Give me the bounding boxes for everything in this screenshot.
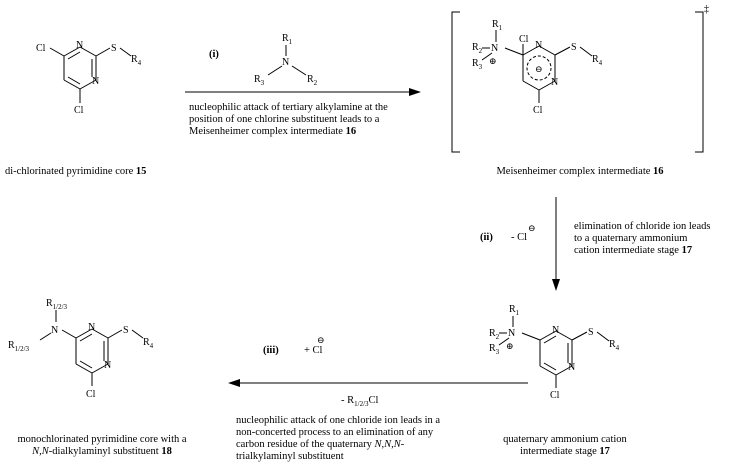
atom-r1-16: R1	[492, 19, 503, 32]
atom-n-amine: N	[282, 57, 289, 68]
atom-r1-amine: R1	[282, 33, 293, 46]
step-ii-label: (ii)	[480, 232, 493, 243]
step-iii-desc-line-2: non-concerted process to an elimination …	[236, 427, 434, 438]
plus-charge-16: ⊕	[489, 56, 497, 66]
compound-17-label-line-1: quaternary ammonium cation	[503, 434, 627, 445]
compound-17-label-line-2: intermediate stage 17	[520, 446, 610, 457]
atom-s-15: S	[111, 43, 117, 54]
step-ii-desc-line-3: cation intermediate stage 17	[574, 245, 693, 256]
atom-r4-17: R4	[609, 339, 620, 352]
atom-n-17: N	[508, 328, 515, 339]
compound-18-label-line-2: N,N-dialkylaminyl substituent 18	[32, 446, 172, 457]
compound-15-structure	[49, 46, 132, 103]
step-i-description: nucleophilic attack of tertiary alkylami…	[189, 102, 429, 138]
step-ii-desc-line-1: elimination of chloride ion leads	[574, 221, 711, 232]
minus-charge-iii: ⊖	[317, 335, 325, 345]
atom-n-18a: N	[88, 322, 95, 333]
minus-charge-ii: ⊖	[528, 223, 536, 233]
atom-n-17a: N	[552, 325, 559, 336]
step-i-desc-line-2: position of one chlorine substituent lea…	[189, 114, 380, 125]
atom-r3-16: R3	[472, 58, 483, 71]
atom-r4-15: R4	[131, 54, 142, 67]
atom-cl-16b: Cl	[533, 105, 543, 116]
compound-18-structure	[39, 310, 144, 386]
arrowhead-ii	[552, 279, 560, 291]
atom-s-16: S	[571, 42, 577, 53]
step-ii-chloride: - Cl	[511, 232, 527, 243]
atom-n-15a: N	[76, 40, 83, 51]
atom-r-a-18: R1/2/3	[46, 298, 68, 311]
atom-s-17: S	[588, 327, 594, 338]
arrowhead-i	[409, 88, 421, 96]
step-iii-chloride: + Cl	[304, 345, 323, 356]
atom-n-17b: N	[568, 362, 575, 373]
atom-r4-16: R4	[592, 54, 603, 67]
compound-17-structure	[498, 316, 610, 388]
step-iii-byproduct: - R1/2/3Cl	[341, 395, 379, 408]
step-iii-description: nucleophilic attack of one chloride ion …	[236, 415, 496, 463]
step-iii-desc-line-4: trialkylaminyl substituent	[236, 451, 344, 462]
atom-r-b-18: R1/2/3	[8, 340, 30, 353]
atom-r1-17: R1	[509, 304, 520, 317]
step-ii-description: elimination of chloride ion leads to a q…	[574, 221, 731, 257]
minus-charge-16: ⊖	[535, 64, 543, 74]
compound-18-label: monochlorinated pyrimidine core with a N…	[2, 434, 202, 458]
bracket-left	[451, 11, 460, 153]
step-i-desc-line-3: Meisenheimer complex intermediate 16	[189, 126, 357, 137]
atom-n-18: N	[51, 325, 58, 336]
atom-r2-amine: R2	[307, 74, 318, 87]
atom-r3-amine: R3	[254, 74, 265, 87]
dagger-symbol: ‡	[704, 4, 709, 15]
atom-n-15b: N	[92, 76, 99, 87]
atom-cl-17: Cl	[550, 390, 560, 401]
plus-charge-17: ⊕	[506, 341, 514, 351]
step-i-desc-line-1: nucleophilic attack of tertiary alkylami…	[189, 102, 388, 113]
atom-cl-15a: Cl	[36, 43, 46, 54]
atom-cl-16a: Cl	[519, 34, 529, 45]
atom-s-18: S	[123, 325, 129, 336]
step-iii-desc-line-3: carbon residue of the quaternary N,N,N-	[236, 439, 405, 450]
tertiary-amine-structure	[267, 45, 307, 76]
step-i-label: (i)	[209, 49, 219, 60]
step-ii-desc-line-2: to a quaternary ammonium	[574, 233, 688, 244]
compound-17-label: quaternary ammonium cation intermediate …	[495, 434, 635, 458]
atom-r3-17: R3	[489, 343, 500, 356]
atom-cl-15b: Cl	[74, 105, 84, 116]
atom-r2-16: R2	[472, 42, 483, 55]
step-iii-label: (iii)	[263, 345, 279, 356]
atom-n-16: N	[491, 43, 498, 54]
step-iii-desc-line-1: nucleophilic attack of one chloride ion …	[236, 415, 441, 426]
compound-15-label: di-chlorinated pyrimidine core 15	[5, 166, 147, 177]
compound-18-label-line-1: monochlorinated pyrimidine core with a	[17, 434, 187, 445]
compound-16-label: Meisenheimer complex intermediate 16	[496, 166, 664, 177]
atom-r4-18: R4	[143, 337, 154, 350]
arrowhead-iii	[228, 379, 240, 387]
atom-r2-17: R2	[489, 328, 500, 341]
atom-n-18b: N	[104, 360, 111, 371]
atom-n-16a: N	[535, 40, 542, 51]
atom-cl-18: Cl	[86, 389, 96, 400]
compound-16-structure	[481, 30, 593, 103]
bracket-right	[695, 11, 704, 153]
atom-n-16b: N	[551, 77, 558, 88]
